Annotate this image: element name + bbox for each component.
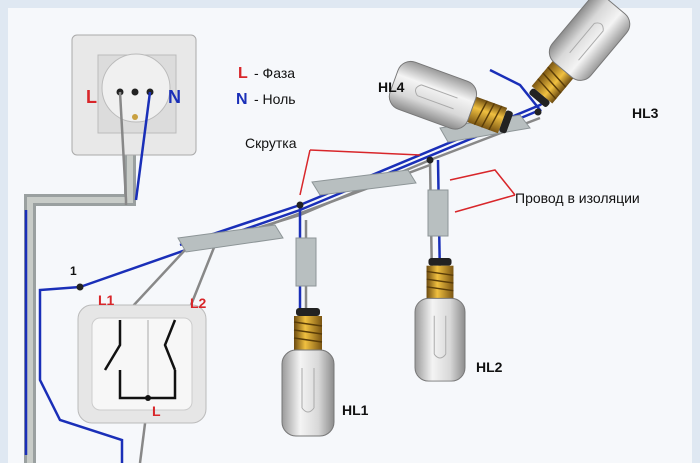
annotation-arrows — [299, 149, 516, 213]
insulated-wire-label: Провод в изоляции — [515, 190, 640, 206]
socket-l-label: L — [86, 87, 97, 107]
double-switch — [77, 304, 207, 424]
hl1-label: HL1 — [342, 402, 369, 418]
legend-l-symbol: L — [238, 65, 248, 82]
hl4-label: HL4 — [378, 79, 405, 95]
legend-l-text: - Фаза — [254, 65, 295, 81]
node-1-label: 1 — [70, 264, 77, 278]
legend-n-text: - Ноль — [254, 91, 296, 107]
twist-label: Скрутка — [245, 135, 297, 151]
power-socket — [71, 34, 197, 156]
switch-l2-label: L2 — [190, 295, 207, 311]
switch-l1-label: L1 — [98, 292, 115, 308]
legend-n-symbol: N — [236, 91, 248, 108]
hl2-label: HL2 — [476, 359, 503, 375]
socket-n-label: N — [168, 87, 181, 107]
switch-l-label: L — [152, 403, 161, 419]
hl3-label: HL3 — [632, 105, 659, 121]
